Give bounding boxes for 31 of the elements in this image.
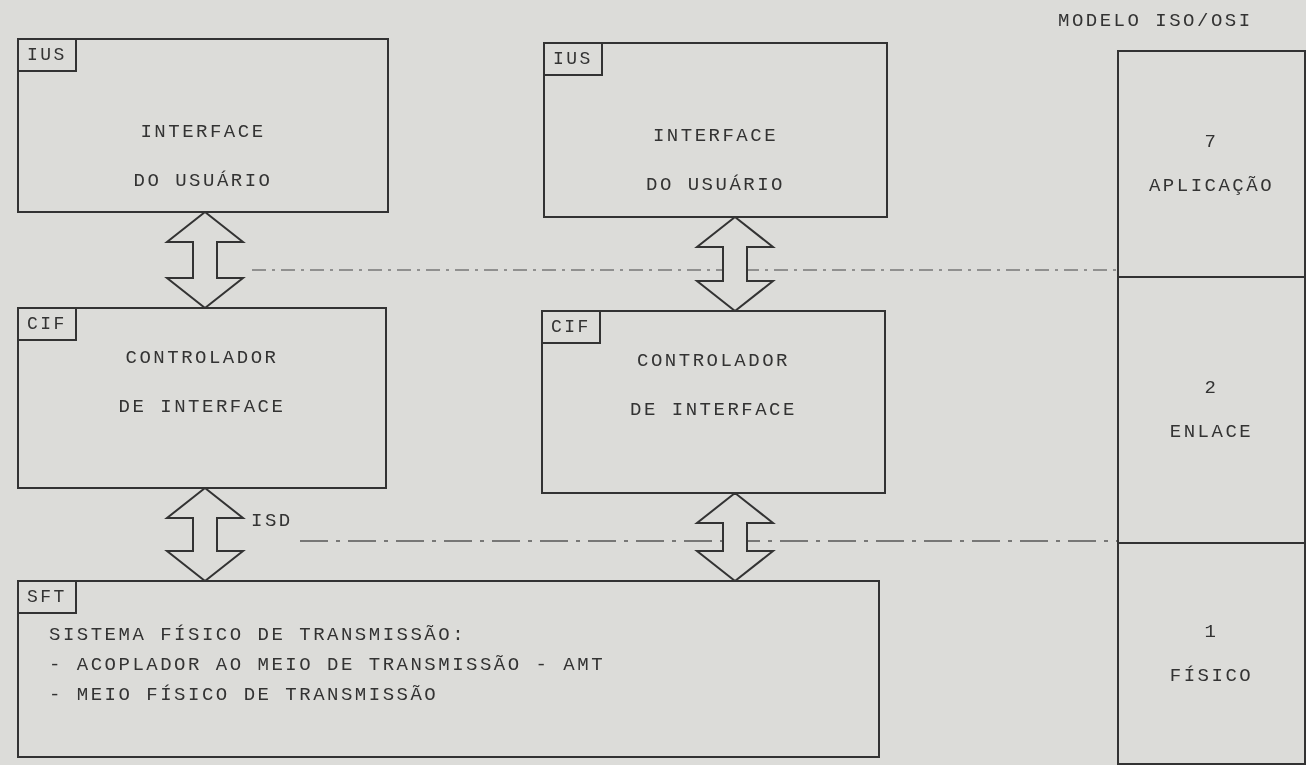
layer-box — [1117, 542, 1306, 765]
double-block-arrow — [164, 486, 246, 583]
double-block-arrow — [694, 491, 776, 583]
tag-box: SFT — [19, 582, 77, 614]
block-box — [541, 310, 886, 494]
block-label: SISTEMA FÍSICO DE TRANSMISSÃO: — [49, 623, 467, 648]
block-box — [17, 580, 880, 758]
block-label: INTERFACE DO USUÁRIO — [132, 120, 274, 195]
list-item: - ACOPLADOR AO MEIO DE TRANSMISSÃO - AMT — [49, 653, 606, 678]
layer-label: ENLACE — [1169, 421, 1254, 443]
layer-label: FÍSICO — [1169, 664, 1254, 687]
layer-number: 1 — [1204, 620, 1219, 643]
block-label: INTERFACE DO USUÁRIO — [645, 124, 786, 199]
double-block-arrow — [164, 210, 246, 310]
layer-box — [1117, 276, 1306, 544]
block-box — [543, 42, 888, 218]
tag-box: IUS — [19, 40, 77, 72]
tag-box: CIF — [543, 312, 601, 344]
tag-box: CIF — [19, 309, 77, 341]
column-heading: MODELO ISO/OSI — [1058, 10, 1253, 32]
block-label: CONTROLADOR DE INTERFACE — [629, 349, 798, 424]
layer-box — [1117, 50, 1306, 278]
layer-number: 7 — [1204, 131, 1219, 153]
block-label: CONTROLADOR DE INTERFACE — [117, 346, 287, 421]
tag-box: IUS — [545, 44, 603, 76]
list-item: - MEIO FÍSICO DE TRANSMISSÃO — [49, 683, 439, 708]
block-box — [17, 307, 387, 489]
layer-label: APLICAÇÃO — [1148, 175, 1275, 197]
double-block-arrow — [694, 215, 776, 313]
layer-number: 2 — [1204, 377, 1219, 399]
block-box — [17, 38, 389, 213]
